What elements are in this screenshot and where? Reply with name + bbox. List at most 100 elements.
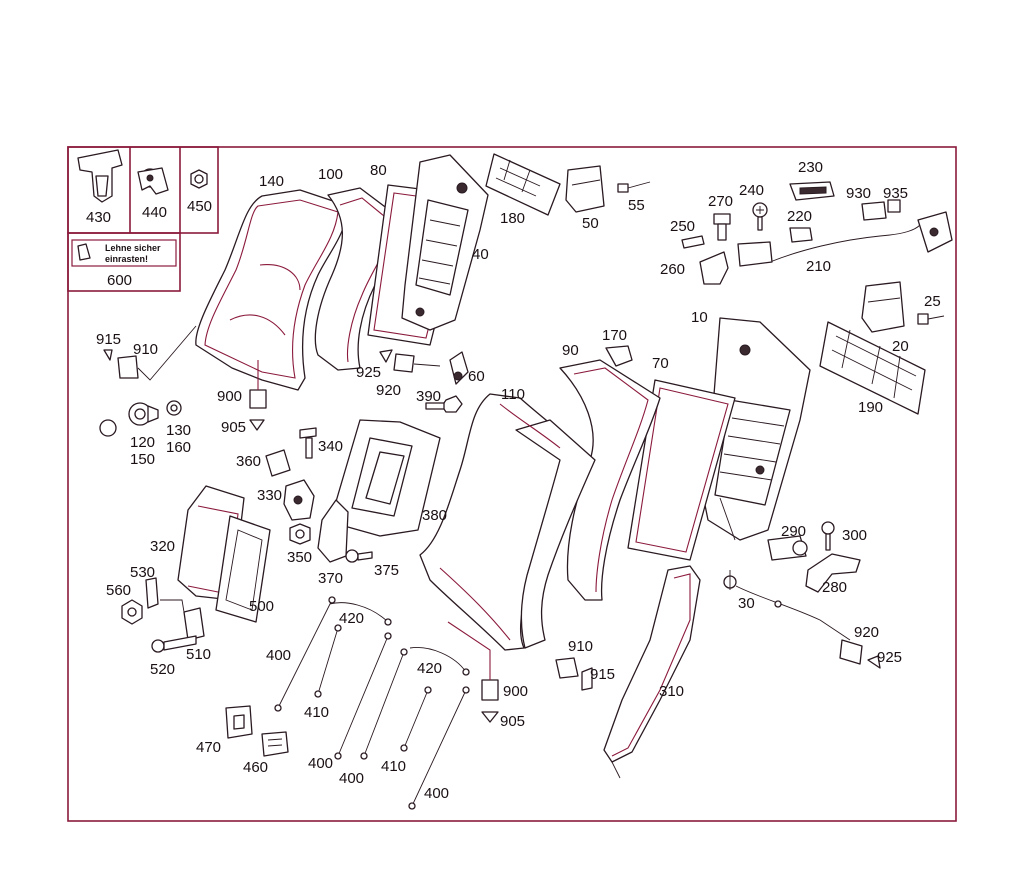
seat-warning-icon — [77, 243, 91, 261]
wire-rods-group[interactable] — [274, 596, 470, 810]
bracket-part-360[interactable] — [265, 449, 291, 477]
bracket-part-280[interactable] — [805, 553, 861, 593]
diagram-frame — [67, 146, 957, 822]
buckle-part-460[interactable] — [261, 731, 289, 757]
screw-part-340[interactable] — [299, 427, 317, 459]
warning-sticker-600[interactable]: Lehne sicher einrasten! — [71, 239, 177, 267]
label-935: 935 — [883, 185, 908, 202]
release-button-part-230[interactable] — [789, 181, 835, 201]
clip-part-430[interactable] — [77, 149, 123, 203]
cap-part-905-left[interactable] — [249, 419, 265, 431]
armrest-housing-part-500[interactable] — [215, 515, 271, 623]
bracket-part-510[interactable] — [160, 599, 205, 641]
connector-part-220[interactable] — [789, 227, 813, 243]
cap-part-905-right[interactable] — [481, 711, 499, 723]
cap-part-925-right[interactable] — [867, 655, 881, 669]
clip-part-530[interactable] — [145, 577, 159, 609]
backrest-foam-part-90[interactable] — [559, 359, 661, 601]
headrest-guide-part-50[interactable] — [565, 165, 605, 213]
trim-panel-part-180[interactable] — [485, 153, 561, 216]
label-170: 170 — [602, 327, 627, 344]
bracket-part-370[interactable] — [317, 499, 349, 563]
backrest-pad-part-70[interactable] — [627, 379, 736, 561]
pin-part-290[interactable] — [767, 535, 808, 561]
label-390: 390 — [416, 388, 441, 405]
label-400-d: 400 — [424, 785, 449, 802]
backrest-cover-part-140[interactable] — [195, 189, 347, 391]
guide-part-900-right[interactable] — [447, 621, 499, 701]
screw-part-375[interactable] — [345, 549, 373, 563]
label-915-left: 915 — [96, 331, 121, 348]
plug-part-930[interactable] — [861, 201, 887, 221]
screw-part-300[interactable] — [821, 521, 835, 551]
legend-box-group — [67, 146, 219, 292]
label-160: 160 — [166, 439, 191, 456]
backrest-cover-part-110[interactable] — [419, 393, 596, 651]
backrest-frame-part-10[interactable] — [699, 317, 811, 541]
label-460: 460 — [243, 759, 268, 776]
screw-part-240[interactable] — [752, 202, 768, 231]
plug-part-935[interactable] — [887, 199, 901, 213]
label-240: 240 — [739, 182, 764, 199]
label-310: 310 — [659, 683, 684, 700]
label-905-left: 905 — [221, 419, 246, 436]
bolt-part-390[interactable] — [425, 395, 463, 413]
nut-part-450[interactable] — [190, 169, 208, 189]
screw-part-25[interactable] — [917, 313, 945, 325]
label-150: 150 — [130, 451, 155, 468]
label-380: 380 — [422, 507, 447, 524]
latch-part-330[interactable] — [283, 479, 315, 521]
bushing-part-120[interactable] — [99, 402, 159, 437]
label-190: 190 — [858, 399, 883, 416]
washer-part-130[interactable] — [166, 400, 182, 416]
bolt-part-270[interactable] — [713, 213, 731, 241]
cap-part-925-mid[interactable] — [379, 349, 393, 363]
headrest-guide-part-20[interactable] — [861, 281, 905, 333]
side-bolster-part-310[interactable] — [603, 565, 701, 779]
label-440: 440 — [142, 204, 167, 221]
label-60: 60 — [468, 368, 485, 385]
clamp-part-440[interactable] — [137, 167, 169, 195]
cable-harness-part-210[interactable] — [737, 211, 953, 267]
nut-part-560[interactable] — [121, 599, 143, 625]
label-70: 70 — [652, 355, 669, 372]
lever-part-60[interactable] — [449, 351, 469, 385]
cap-part-915-left[interactable] — [103, 349, 113, 361]
label-450: 450 — [187, 198, 212, 215]
label-905-right: 905 — [500, 713, 525, 730]
trim-panel-part-190[interactable] — [819, 321, 926, 415]
label-350: 350 — [287, 549, 312, 566]
cover-cap-part-250[interactable] — [681, 235, 705, 249]
label-920-right: 920 — [854, 624, 879, 641]
screw-part-520[interactable] — [151, 635, 197, 653]
guide-part-900-left[interactable] — [249, 360, 267, 409]
armrest-frame-part-380[interactable] — [329, 419, 441, 537]
plug-part-910-left[interactable] — [117, 325, 197, 381]
clip-part-170[interactable] — [605, 345, 633, 367]
label-930: 930 — [846, 185, 871, 202]
label-900-right: 900 — [503, 683, 528, 700]
label-220: 220 — [787, 208, 812, 225]
label-920-mid: 920 — [376, 382, 401, 399]
label-420-top: 420 — [339, 610, 364, 627]
nut-part-350[interactable] — [289, 523, 311, 545]
cap-part-915-right[interactable] — [581, 667, 593, 691]
plug-part-920-mid[interactable] — [393, 353, 441, 373]
label-330: 330 — [257, 487, 282, 504]
lock-handle-part-260[interactable] — [699, 251, 729, 285]
label-530: 530 — [130, 564, 155, 581]
label-915-right: 915 — [590, 666, 615, 683]
label-900-left: 900 — [217, 388, 242, 405]
cable-part-30[interactable] — [723, 570, 851, 641]
screw-part-55[interactable] — [617, 181, 651, 193]
label-300: 300 — [842, 527, 867, 544]
label-410-a: 410 — [304, 704, 329, 721]
plug-part-910-right[interactable] — [555, 657, 579, 679]
label-110: 110 — [501, 386, 525, 403]
backrest-frame-part-40[interactable] — [401, 154, 489, 331]
buckle-part-470[interactable] — [225, 705, 253, 739]
plug-part-920-right[interactable] — [839, 639, 863, 665]
label-520: 520 — [150, 661, 175, 678]
label-400-c: 400 — [339, 770, 364, 787]
